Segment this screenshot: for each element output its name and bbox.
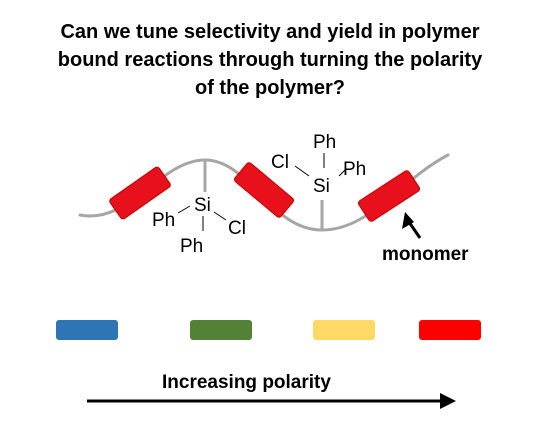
polarity-swatch-blue — [56, 320, 118, 340]
monomer-label: monomer — [382, 244, 469, 265]
monomer-pointer-arrow — [407, 221, 422, 239]
monomer-unit-2 — [234, 162, 294, 218]
right-bond-ph-right — [338, 169, 346, 177]
right-ph-label: Ph — [343, 159, 366, 180]
title-line-1: Can we tune selectivity and yield in pol… — [60, 21, 480, 43]
monomer-pointer-head — [402, 212, 414, 229]
left-bond-ph — [177, 205, 191, 214]
right-bond-cl — [294, 165, 310, 177]
left-ph-label: Ph — [152, 210, 175, 231]
monomer-unit-3 — [357, 170, 421, 222]
diagram-title: Can we tune selectivity and yield in pol… — [0, 18, 540, 102]
left-si-label: Si — [194, 195, 211, 216]
monomer-unit-1 — [109, 166, 171, 220]
polarity-swatch-yellow — [313, 320, 375, 340]
left-bond-cl — [213, 211, 227, 221]
polarity-swatch-green — [190, 320, 252, 340]
left-cl-label: Cl — [228, 218, 246, 239]
title-line-3: of the polymer? — [194, 77, 345, 99]
title-line-2: bound reactions through turning the pola… — [57, 49, 483, 71]
right-ph-top-label: Ph — [313, 132, 336, 153]
polarity-arrowhead — [440, 393, 456, 409]
right-si-label: Si — [313, 176, 330, 197]
polarity-swatch-red — [419, 320, 481, 340]
left-ph-bottom-label: Ph — [180, 236, 203, 257]
right-cl-label: Cl — [271, 152, 289, 173]
polarity-label: Increasing polarity — [162, 372, 331, 393]
